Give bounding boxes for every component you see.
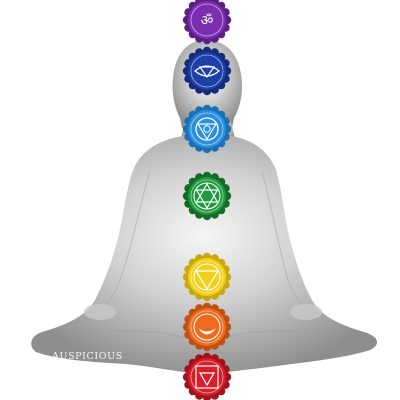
chakra-root (182, 352, 232, 400)
watermark-brand: AUSPICIOUS (52, 351, 123, 362)
triangle-circle-icon (195, 117, 219, 141)
watermark-logo: AUSPICIOUS YOGA&AYURVEDA (52, 352, 142, 369)
chakra-third-eye (182, 46, 232, 96)
chakra-column: ॐ (182, 0, 232, 400)
chakra-solar-plexus (182, 252, 232, 302)
watermark-tagline: YOGA&AYURVEDA (52, 362, 107, 369)
eye-triangle-icon (193, 65, 221, 79)
square-triangle-icon (195, 365, 219, 389)
chakra-heart (182, 171, 232, 221)
om-symbol-icon: ॐ (201, 13, 214, 29)
chakra-crown: ॐ (182, 0, 232, 45)
triangle-down-icon (193, 263, 221, 291)
silhouette-hand-left (84, 304, 116, 320)
chakra-throat (182, 104, 232, 154)
chakra-sacral (182, 302, 232, 352)
svg-text:ॐ: ॐ (201, 13, 214, 29)
crescent-icon (193, 313, 221, 341)
hexagram-icon (193, 182, 221, 210)
silhouette-hand-right (290, 304, 322, 320)
